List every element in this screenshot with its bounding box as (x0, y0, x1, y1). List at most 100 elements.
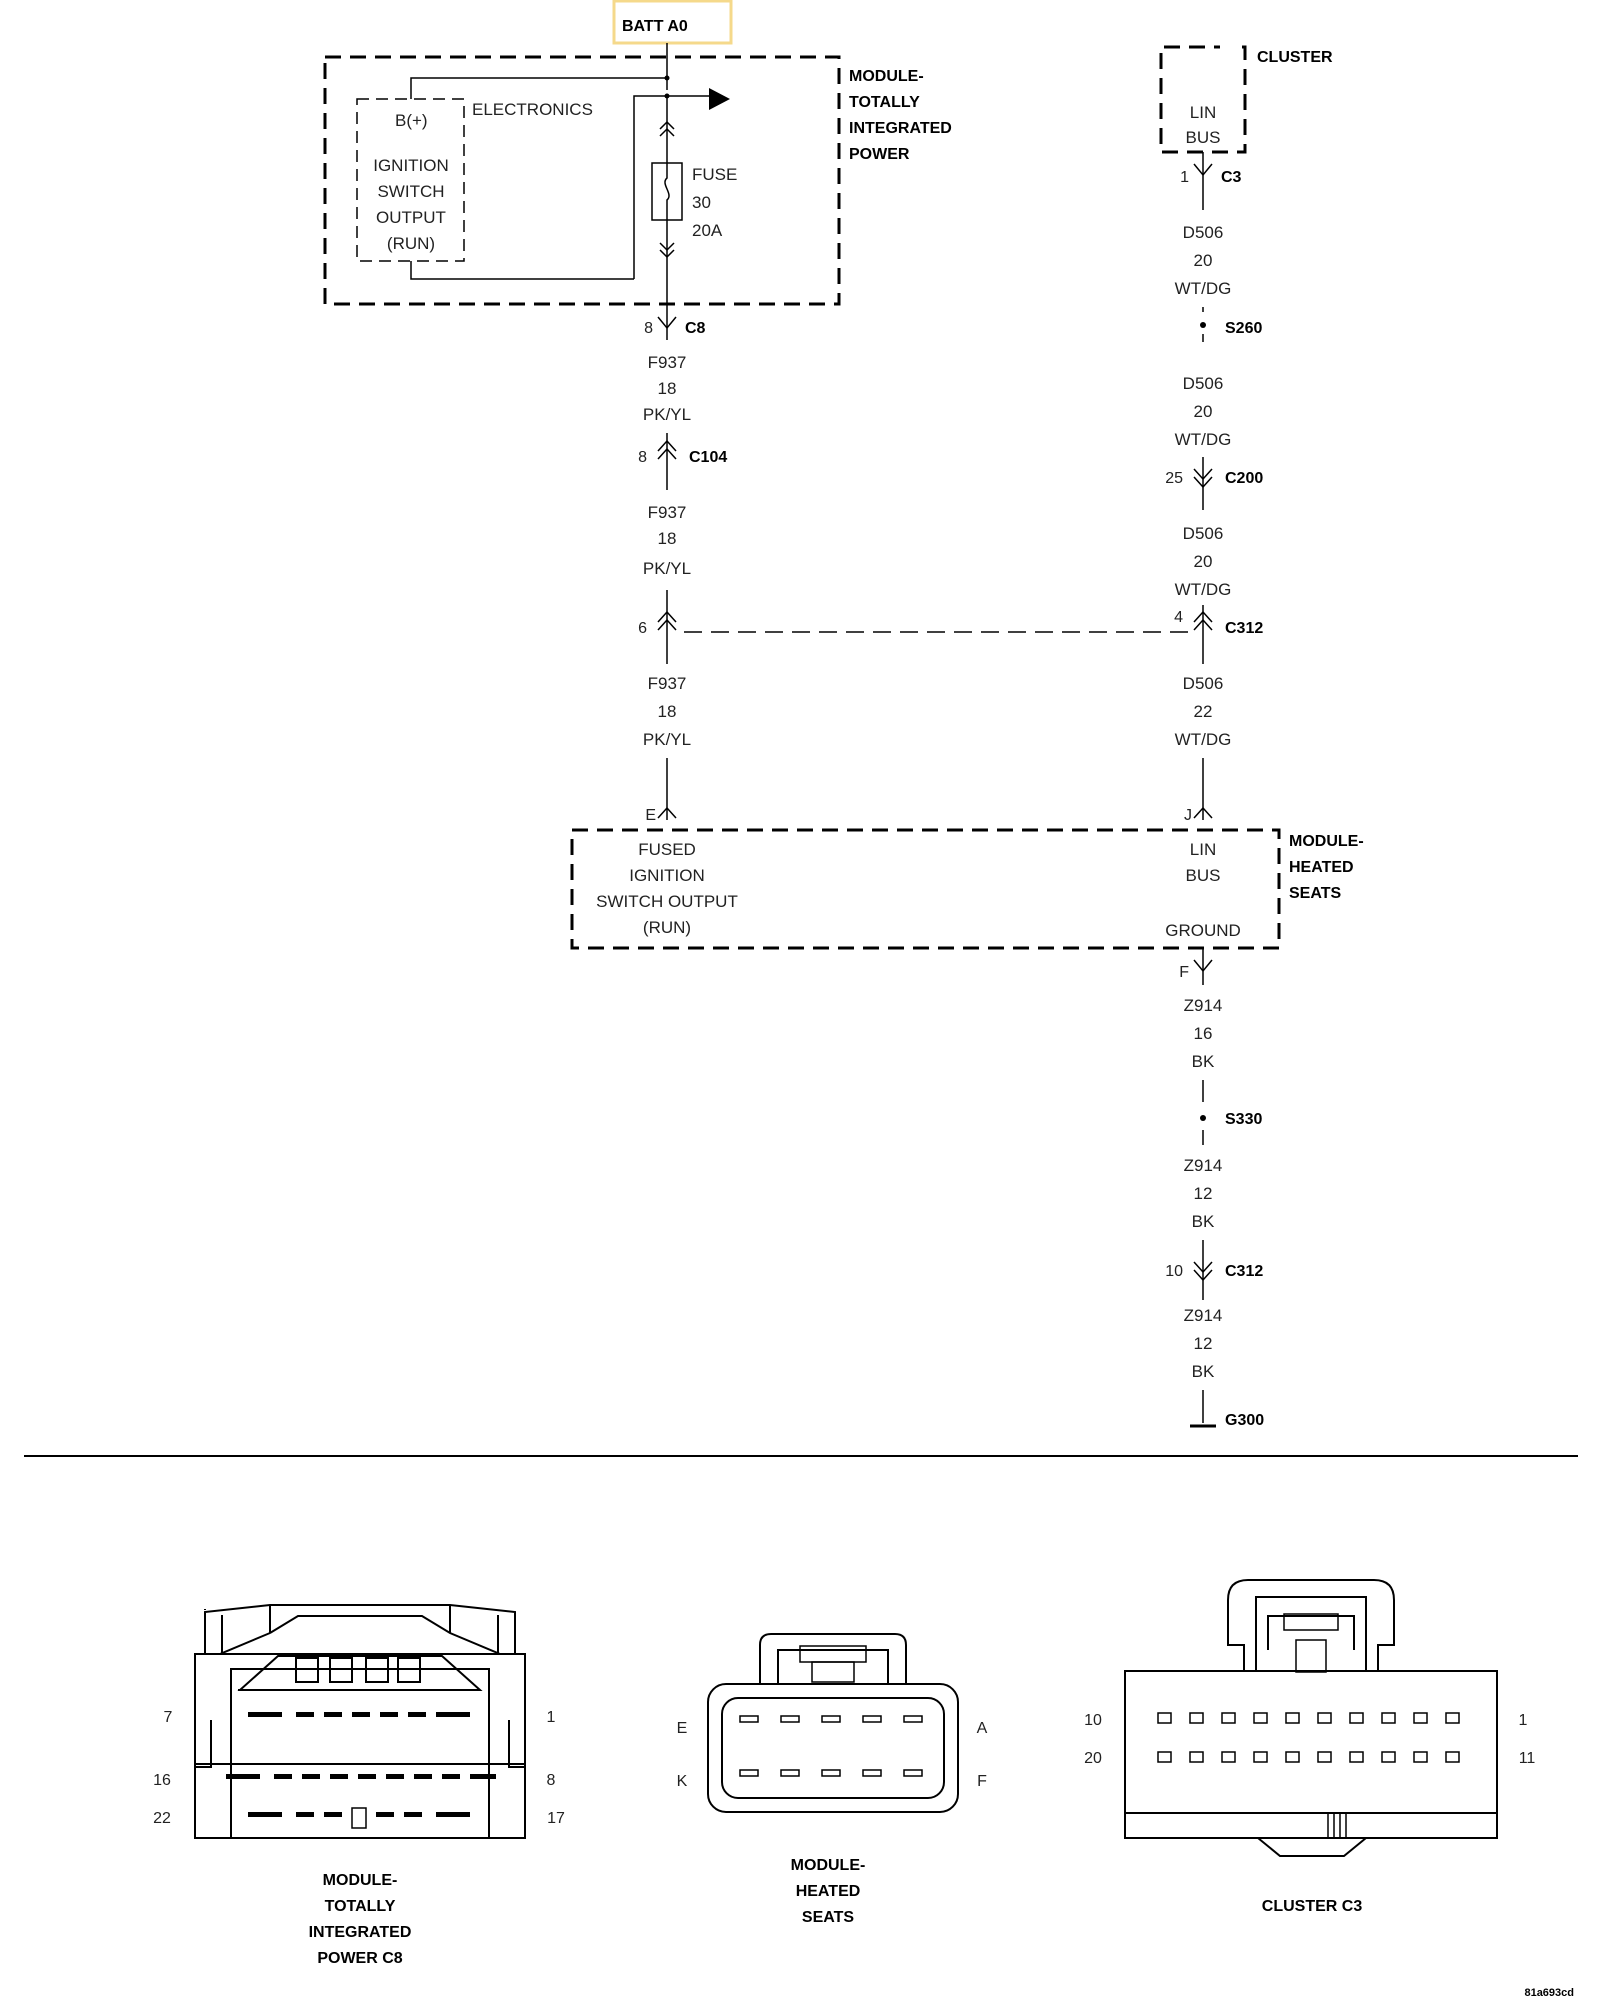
left-c312-chevron-2 (657, 618, 677, 631)
cluster-c3-pin-11: 11 (1519, 1750, 1536, 1767)
tipm-c8-cavity (404, 1812, 422, 1817)
heated-cavity (821, 1715, 841, 1723)
cluster-c3-cavity (1157, 1712, 1172, 1724)
tipm-output-wire (633, 95, 710, 279)
fuse-chevron-top-2 (659, 127, 675, 137)
pin-e-label: E (645, 807, 656, 824)
ground-wire2-gauge: 12 (1194, 1184, 1213, 1203)
cluster-c3-pin-10: 10 (1084, 1712, 1102, 1729)
right-wire3-color: WT/DG (1175, 580, 1232, 599)
left-wire3-id: F937 (648, 674, 687, 693)
ign-switch-label-3: OUTPUT (376, 208, 446, 227)
cluster-c3-cavity (1381, 1712, 1396, 1724)
c200-pin: 25 (1165, 470, 1183, 487)
cluster-c3-lock-tab (1283, 1613, 1339, 1631)
c8-connector-symbol (657, 316, 677, 330)
left-wire1-id: F937 (648, 353, 687, 372)
right-c312-chevron-1 (1193, 610, 1213, 623)
heated-cavity (739, 1769, 759, 1777)
c104-chevron-2 (657, 447, 677, 460)
cluster-c3-cavity (1349, 1712, 1364, 1724)
heated-pin-a: A (977, 1720, 988, 1737)
tipm-c8-title-3: INTEGRATED (309, 1924, 412, 1941)
ground-wire1-gauge: 16 (1194, 1024, 1213, 1043)
heated-title-1: MODULE- (1289, 833, 1364, 850)
tipm-c8-cavity (436, 1712, 470, 1717)
cluster-c3-cavity (1349, 1751, 1364, 1763)
cluster-c3-cavity (1381, 1751, 1396, 1763)
c3-name: C3 (1221, 169, 1242, 186)
tipm-c8-cavity (274, 1774, 292, 1779)
tipm-c8-inner-face (230, 1668, 490, 1765)
left-wire3-color: PK/YL (643, 730, 691, 749)
fuse-chevron-bottom-1 (659, 242, 675, 252)
heated-connector-title-1: MODULE- (791, 1857, 866, 1874)
right-wire1-id: D506 (1183, 223, 1224, 242)
cluster-c3-title: CLUSTER C3 (1262, 1898, 1363, 1915)
tipm-c8-cavity (436, 1812, 470, 1817)
electronics-box (356, 98, 465, 262)
heated-cavity (821, 1769, 841, 1777)
cluster-c3-cavity (1445, 1712, 1460, 1724)
heated-lock-latch (811, 1661, 855, 1683)
heated-lock-housing (759, 1633, 907, 1684)
left-wire2-gauge: 18 (658, 529, 677, 548)
tipm-c8-cavity (296, 1712, 314, 1717)
heated-title-2: HEATED (1289, 859, 1354, 876)
fused-label-3: SWITCH OUTPUT (596, 892, 738, 911)
fused-label-4: (RUN) (643, 918, 691, 937)
electronics-label: ELECTRONICS (472, 100, 593, 119)
tipm-c8-cavity (380, 1712, 398, 1717)
right-wire1-color: WT/DG (1175, 279, 1232, 298)
heated-inner-face (721, 1697, 945, 1799)
right-wire4-color: WT/DG (1175, 730, 1232, 749)
left-c312-pin: 6 (638, 620, 647, 637)
cluster-c3-slot-2 (1339, 1812, 1347, 1839)
g300-label: G300 (1225, 1412, 1264, 1429)
heated-lock-tab (799, 1645, 867, 1663)
heated-cavity-row-2 (739, 1769, 923, 1777)
cluster-c3-connector-view: 10 1 20 11 (1084, 1579, 1536, 1857)
ign-switch-label-1: IGNITION (373, 156, 449, 175)
ground-wire3-gauge: 12 (1194, 1334, 1213, 1353)
right-wire2-color: WT/DG (1175, 430, 1232, 449)
c3-pin: 1 (1180, 169, 1189, 186)
cluster-c3-cavity (1221, 1751, 1236, 1763)
cluster-c3-cavity (1413, 1712, 1428, 1724)
tipm-title-3: INTEGRATED (849, 120, 952, 137)
heated-cavity (862, 1715, 882, 1723)
pin-j-label: J (1184, 807, 1192, 824)
tipm-c8-pin-8: 8 (547, 1772, 556, 1789)
tipm-c8-cavity-row-1 (248, 1712, 470, 1717)
c200-chevron-2 (1193, 476, 1213, 489)
tipm-c8-lock-3 (365, 1657, 389, 1683)
cluster-c3-cavity (1189, 1712, 1204, 1724)
fused-label-2: IGNITION (629, 866, 705, 885)
tipm-c8-cavity (414, 1774, 432, 1779)
tipm-c8-pin-22: 22 (153, 1810, 171, 1827)
heated-lock-inner (777, 1649, 889, 1684)
left-wire1-color: PK/YL (643, 405, 691, 424)
tipm-title-2: TOTALLY (849, 94, 920, 111)
tipm-title-1: MODULE- (849, 68, 924, 85)
ign-switch-label-2: SWITCH (377, 182, 444, 201)
cluster-c3-cavity-row-2 (1157, 1751, 1460, 1763)
pin-f-symbol (1193, 959, 1213, 973)
left-wire2-color: PK/YL (643, 559, 691, 578)
ground-wire2-id: Z914 (1184, 1156, 1223, 1175)
bplus-internal-wire (410, 77, 667, 99)
tipm-c8-cavity (226, 1774, 260, 1779)
fuse-element (664, 163, 670, 220)
ground-wire1-id: Z914 (1184, 996, 1223, 1015)
fuse-chevron-top-1 (659, 120, 675, 130)
right-wire2-id: D506 (1183, 374, 1224, 393)
cluster-c3-bottom-key (1257, 1837, 1367, 1857)
cluster-c3-cavity (1189, 1751, 1204, 1763)
heated-pin-e: E (677, 1720, 688, 1737)
pin-j-symbol (1193, 806, 1213, 819)
figure-id: 81a693cd (1524, 1987, 1574, 1999)
cluster-c3-cavity (1157, 1751, 1172, 1763)
cluster-title: CLUSTER (1257, 49, 1333, 66)
tipm-c8-lower-shell (194, 1764, 526, 1839)
